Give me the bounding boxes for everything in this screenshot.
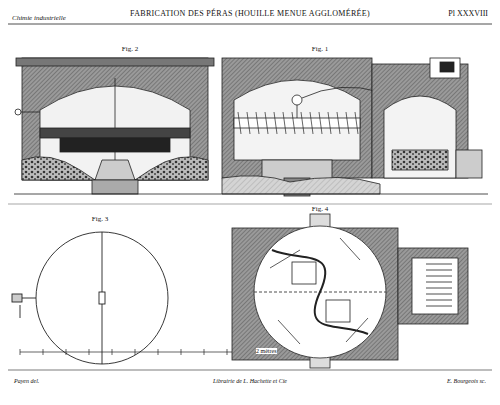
credit-text: Librairie de L. Hachette et Cie: [213, 378, 287, 384]
figure-label: Fig. 1: [312, 46, 328, 53]
credit-text: E. Bourgeois sc.: [447, 378, 486, 384]
plate-title: FABRICATION DES PÉRAS (HOUILLE MENUE AGG…: [130, 10, 370, 18]
plate-frame: [8, 24, 492, 370]
scale-label: 2 mètres: [256, 348, 277, 354]
figure-label: Fig. 2: [122, 46, 138, 53]
plan-fig3: [12, 232, 168, 364]
furnace-section-fig2: [14, 58, 216, 194]
section-heading: Chimie industrielle: [12, 15, 66, 22]
figure-label: Fig. 4: [312, 206, 328, 213]
credit-text: Payen del.: [14, 378, 39, 384]
plate-number: Pl XXXVIII: [448, 10, 488, 18]
plan-fig4: [232, 214, 468, 368]
furnace-section-fig1: [216, 58, 488, 196]
figure-label: Fig. 3: [92, 216, 108, 223]
scale-bar: [20, 349, 250, 355]
